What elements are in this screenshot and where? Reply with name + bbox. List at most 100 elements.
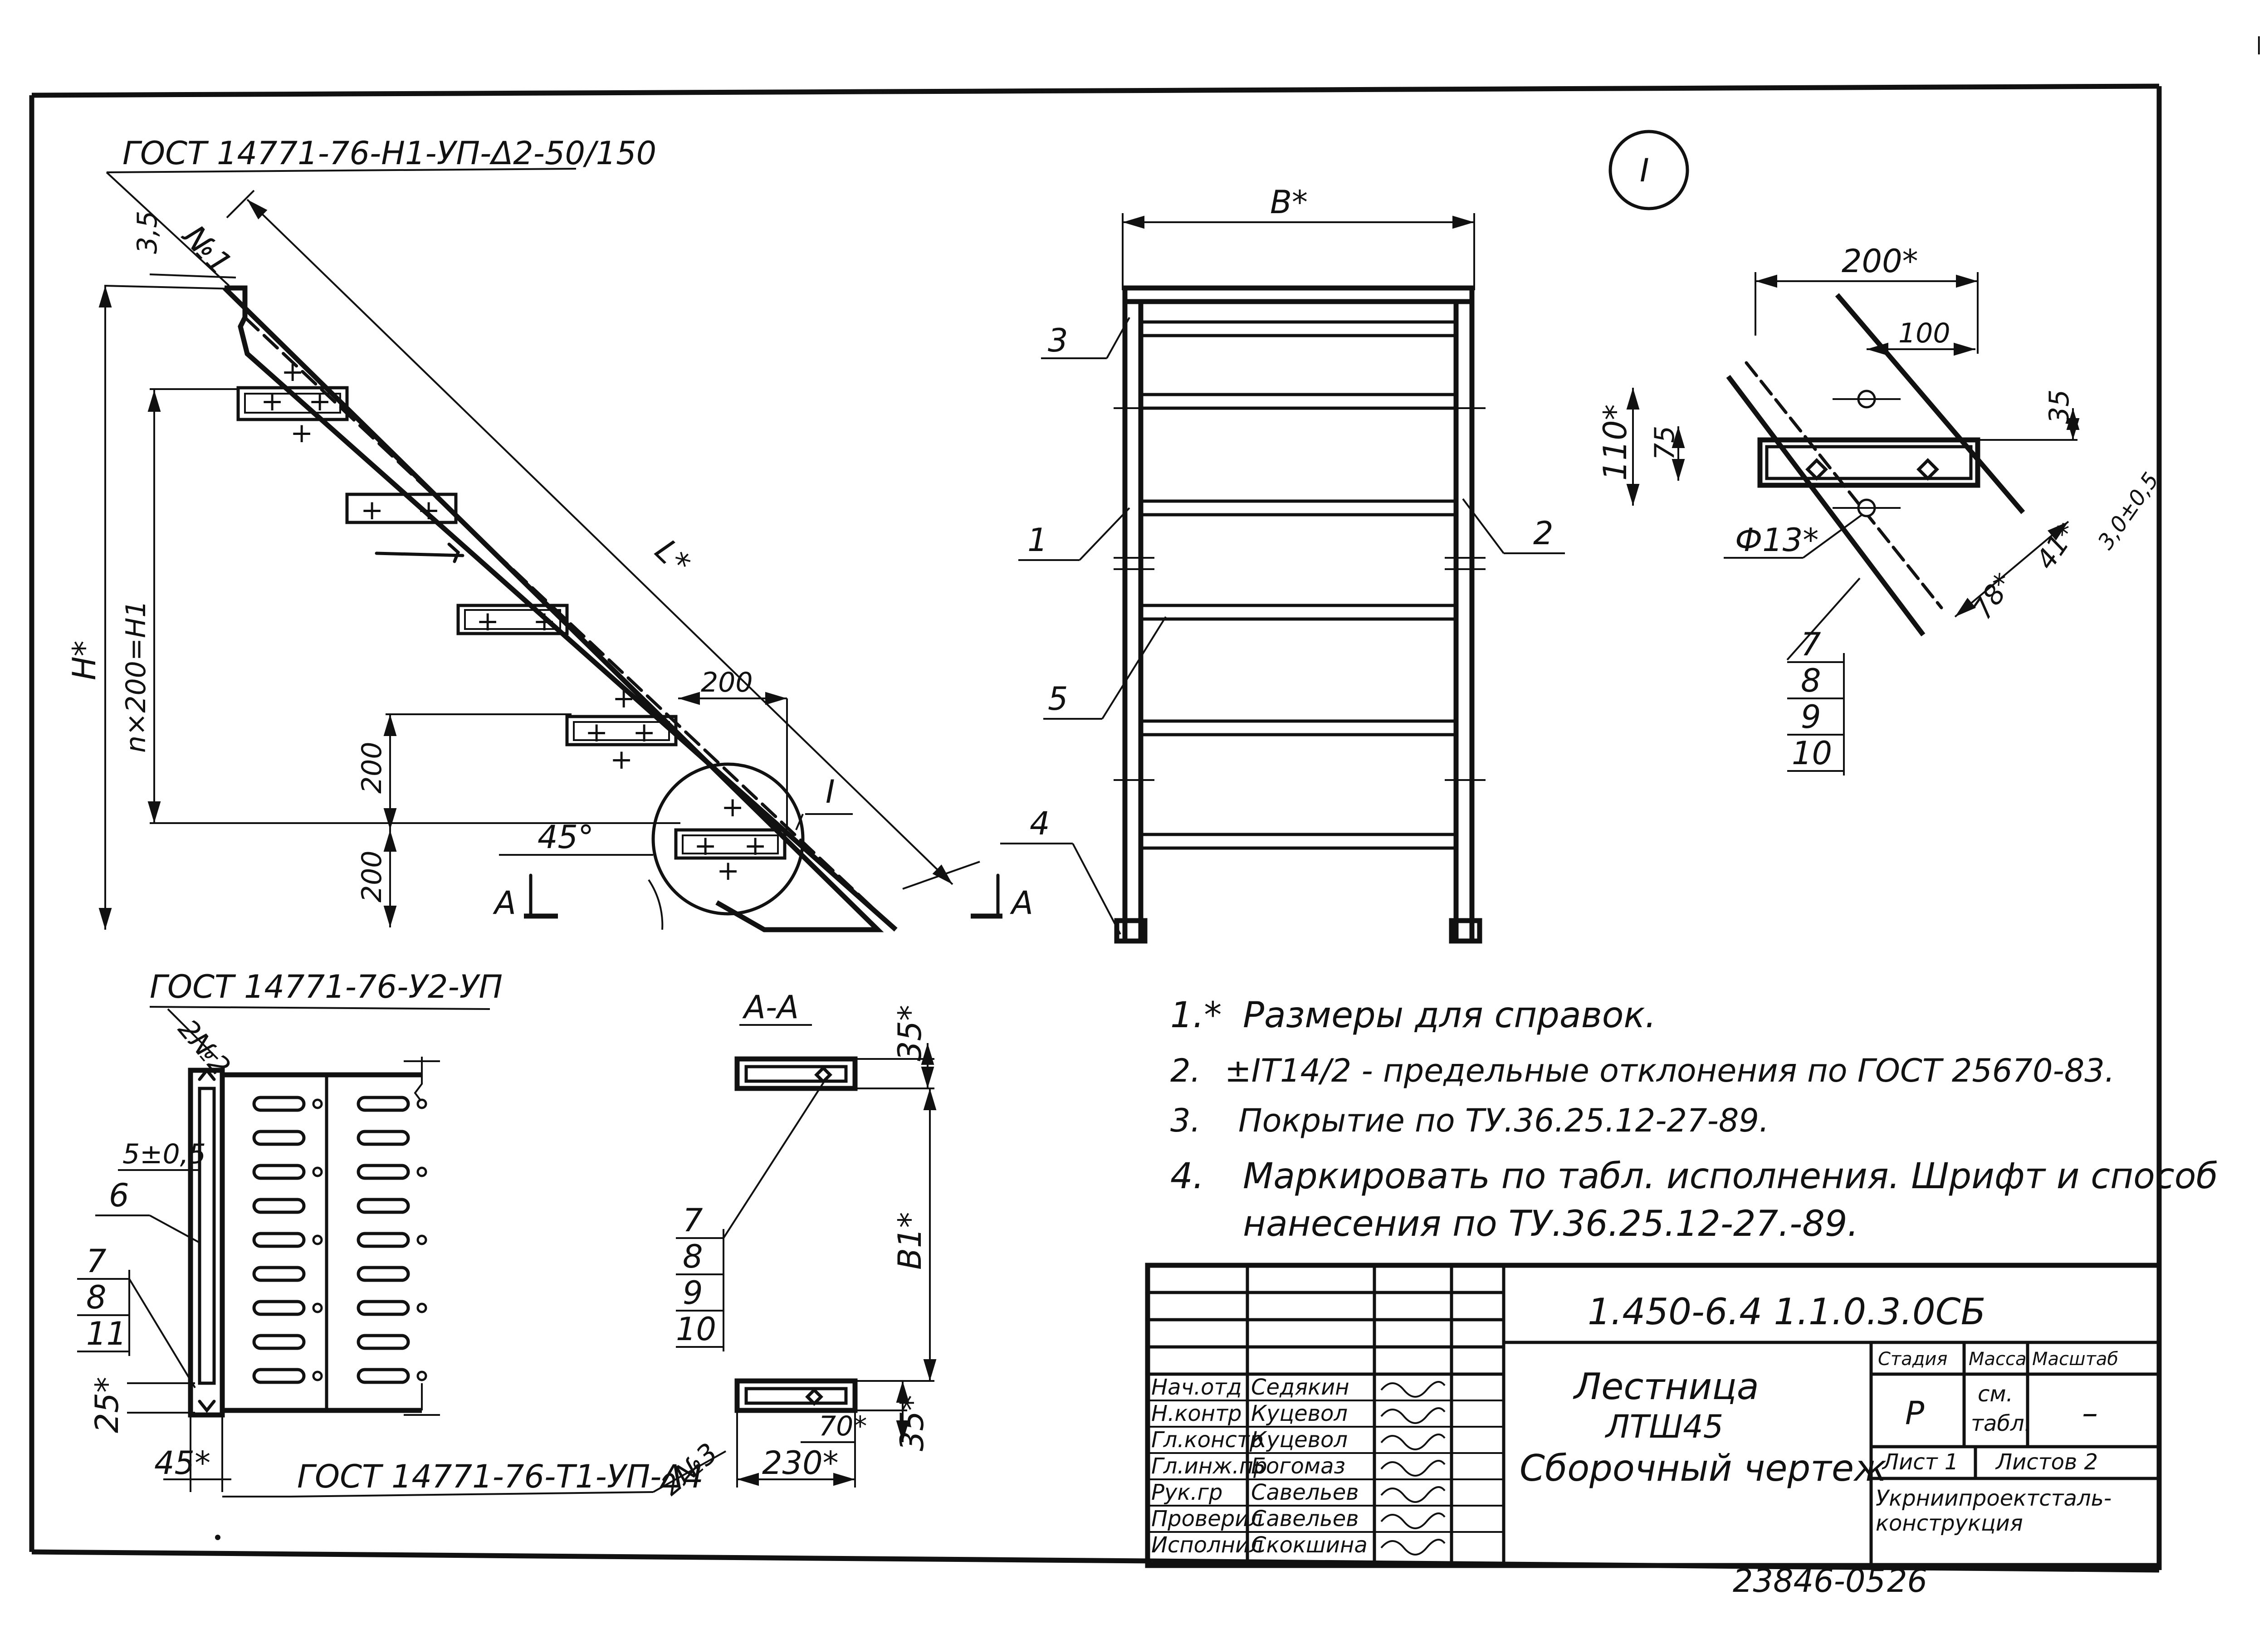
perforation-slot <box>357 1130 410 1146</box>
perforation-slot <box>252 1164 306 1180</box>
perforation-dot <box>312 1302 323 1313</box>
perforation-slot <box>357 1164 410 1180</box>
side-elevation-view: ++++ ++ ++ ++++ ++++ L* ГОСТ <box>66 135 1033 932</box>
perforation-dot <box>312 1098 323 1109</box>
sheets-total: Листов 2 <box>1995 1449 2098 1475</box>
dim-phi13: Ф13* <box>1735 522 1818 559</box>
scale-label: Масштаб <box>2032 1349 2118 1370</box>
front-view: В* 3 1 2 5 4 <box>1000 184 1565 944</box>
perforation-slot <box>252 1232 306 1248</box>
note-3-text: Покрытие по ТУ.36.25.12-27-89. <box>1238 1102 1769 1139</box>
svg-text:+: + <box>417 494 440 526</box>
role-person: Скокшина <box>1251 1532 1368 1558</box>
dim-35-top: 35* <box>891 1005 929 1061</box>
scale-value: – <box>2082 1395 2098 1432</box>
dim-200-top: 200 <box>701 667 753 698</box>
svg-text:+: + <box>281 356 304 388</box>
section-mark-a-left: А <box>493 884 516 922</box>
perforation-slot <box>357 1198 410 1214</box>
perforation-slot <box>252 1198 306 1214</box>
signature-mark <box>1380 1539 1446 1556</box>
dim-25: 25* <box>88 1377 126 1433</box>
role-label: Гл.констр <box>1151 1427 1263 1453</box>
title-name-2: ЛТШ45 <box>1604 1408 1723 1445</box>
section-pos-9: 9 <box>683 1274 703 1312</box>
doc-code: 1.450-6.4 1.1.0.3.0СБ <box>1588 1291 1986 1333</box>
title-block: 1.450-6.4 1.1.0.3.0СБ Лестница ЛТШ45 Сбо… <box>1145 1263 2162 1568</box>
note-1-text: Размеры для справок. <box>1243 995 1656 1036</box>
role-person: Куцевол <box>1251 1401 1348 1426</box>
perforation-slot <box>252 1096 306 1112</box>
footer: 23846-05 26 <box>215 1535 1927 1600</box>
perforation-slot <box>252 1368 306 1384</box>
detail-callout: I <box>826 773 835 810</box>
signature-mark <box>1380 1460 1446 1477</box>
role-label: Гл.инж.пр <box>1151 1453 1267 1479</box>
archive-number: 23846-05 <box>1733 1562 1886 1600</box>
step-2: ++ <box>345 493 458 526</box>
signature-mark <box>1380 1434 1446 1450</box>
plan-pos-11: 11 <box>86 1315 127 1352</box>
role-label: Исполнил <box>1151 1532 1263 1558</box>
note-2-text: ±IT14/2 - предельные отклонения по ГОСТ … <box>1225 1052 2115 1089</box>
step-3: ++ <box>456 604 569 637</box>
role-person: Савельев <box>1251 1506 1359 1531</box>
perforation-dot <box>416 1166 427 1177</box>
signature-mark <box>1380 1486 1446 1503</box>
svg-text:+: + <box>290 417 313 449</box>
role-person: Богомаз <box>1251 1453 1345 1479</box>
dim-b1: В1* <box>891 1212 929 1270</box>
dim-35: 35 <box>2043 390 2075 424</box>
svg-text:+: + <box>585 717 608 748</box>
svg-text:+: + <box>633 717 655 748</box>
plan-pos-8: 8 <box>86 1279 107 1316</box>
notes-block: 1.* Размеры для справок. 2. ±IT14/2 - пр… <box>1170 995 2218 1244</box>
perforation-slot <box>357 1232 410 1248</box>
stage-value: Р <box>1905 1395 1925 1432</box>
dim-230: 230* <box>762 1444 839 1482</box>
perforation-dot <box>416 1302 427 1313</box>
perforation-dot <box>312 1234 323 1245</box>
front-steps <box>1139 320 1458 850</box>
gost-bottom: ГОСТ 14771-76-Т1-УП-Δ4 <box>297 1458 704 1495</box>
note-1-num: 1.* <box>1170 995 1222 1036</box>
perforation-dot <box>416 1371 427 1381</box>
section-title: А-А <box>742 989 799 1026</box>
section-a-a-view: А-А 35* В1* 35* 70* 230* 7 <box>676 989 937 1488</box>
dim-b: В* <box>1270 184 1308 221</box>
callout-4: 4 <box>1030 805 1050 842</box>
perforation-dot <box>312 1166 323 1177</box>
gost-plan: ГОСТ 14771-76-У2-УП <box>150 968 503 1005</box>
role-person: Седякин <box>1251 1375 1349 1400</box>
page-number: 26 <box>1887 1562 1927 1600</box>
dim-n200: n×200=Н1 <box>120 600 152 753</box>
dim-h: Н* <box>66 640 103 680</box>
dim-45: 45* <box>154 1444 210 1482</box>
callout-2: 2 <box>1533 515 1554 552</box>
role-label: Н.контр <box>1151 1401 1242 1426</box>
signature-mark <box>1380 1512 1446 1529</box>
dim-200-star: 200* <box>1842 243 1918 280</box>
svg-text:+: + <box>610 744 633 775</box>
perforation-dot <box>312 1371 323 1381</box>
dim-5: 5±0,5 <box>122 1138 206 1170</box>
plan-pos-7: 7 <box>86 1243 107 1280</box>
svg-text:+: + <box>361 494 383 526</box>
mass-value-1: см. <box>1978 1381 2013 1407</box>
detail-pos-10: 10 <box>1792 735 1832 772</box>
dim-100: 100 <box>1898 317 1950 349</box>
gost-header: ГОСТ 14771-76-Н1-УП-Δ2-50/150 <box>122 135 656 172</box>
perforation-slot <box>357 1368 410 1384</box>
section-pos-8: 8 <box>683 1238 703 1275</box>
note-4-num: 4. <box>1170 1156 1204 1197</box>
dim-41: 41* <box>2030 517 2083 575</box>
svg-text:+: + <box>533 605 556 637</box>
mass-value-2: табл. <box>1971 1411 2031 1436</box>
role-label: Нач.отд <box>1151 1375 1242 1400</box>
svg-text:+: + <box>717 855 739 887</box>
angle-45: 45° <box>538 819 594 856</box>
perforation-slot <box>357 1096 410 1112</box>
callout-5: 5 <box>1048 680 1068 717</box>
